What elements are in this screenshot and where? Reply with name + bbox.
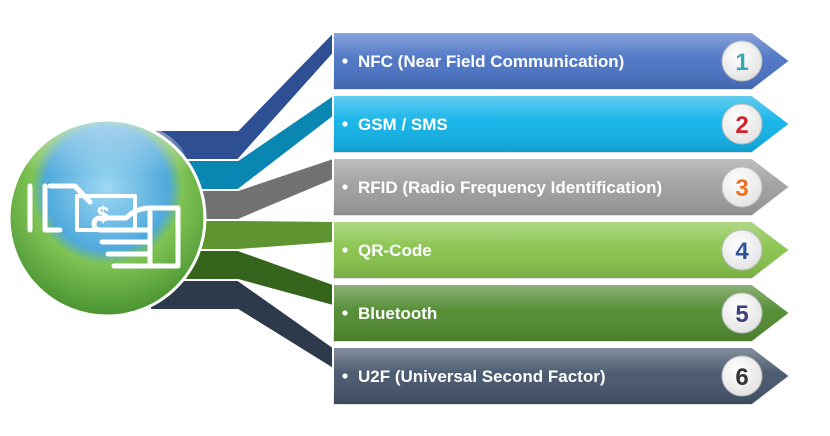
row-number: 3 xyxy=(735,175,748,202)
row-shine xyxy=(333,32,790,90)
row-label: Bluetooth xyxy=(358,304,437,323)
bullet xyxy=(342,184,348,190)
row-number: 4 xyxy=(735,238,749,265)
bullet xyxy=(342,310,348,316)
row-6: U2F (Universal Second Factor) 6 xyxy=(332,346,792,406)
row-label: NFC (Near Field Communication) xyxy=(358,52,624,71)
row-5: Bluetooth 5 xyxy=(332,283,792,343)
bullet xyxy=(342,373,348,379)
number-badge xyxy=(721,40,763,82)
bullet xyxy=(342,121,348,127)
hand-payment-icon: $ xyxy=(27,183,181,269)
number-badge xyxy=(721,103,763,145)
row-number: 6 xyxy=(735,364,748,391)
svg-text:$: $ xyxy=(97,202,109,227)
row-number: 2 xyxy=(735,112,748,139)
number-badge xyxy=(721,166,763,208)
row-3: RFID (Radio Frequency Identification) 3 xyxy=(332,157,792,217)
row-shine xyxy=(333,158,790,216)
bullet xyxy=(342,58,348,64)
row-shine xyxy=(333,347,790,405)
bullet xyxy=(342,247,348,253)
row-number: 1 xyxy=(735,49,748,76)
payment-hub: $ xyxy=(7,118,207,318)
connector-1 xyxy=(149,29,334,161)
row-2: GSM / SMS 2 xyxy=(332,94,792,154)
row-number: 5 xyxy=(735,301,748,328)
row-label: QR-Code xyxy=(358,241,432,260)
row-label: U2F (Universal Second Factor) xyxy=(358,367,606,386)
row-1: NFC (Near Field Communication) 1 xyxy=(332,31,792,91)
row-4: QR-Code 4 xyxy=(332,220,792,280)
row-shine xyxy=(333,284,790,342)
number-badge xyxy=(721,292,763,334)
row-shine xyxy=(333,221,790,279)
row-shine xyxy=(333,95,790,153)
number-badge xyxy=(721,355,763,397)
row-label: RFID (Radio Frequency Identification) xyxy=(358,178,662,197)
row-label: GSM / SMS xyxy=(358,115,448,134)
number-badge xyxy=(721,229,763,271)
